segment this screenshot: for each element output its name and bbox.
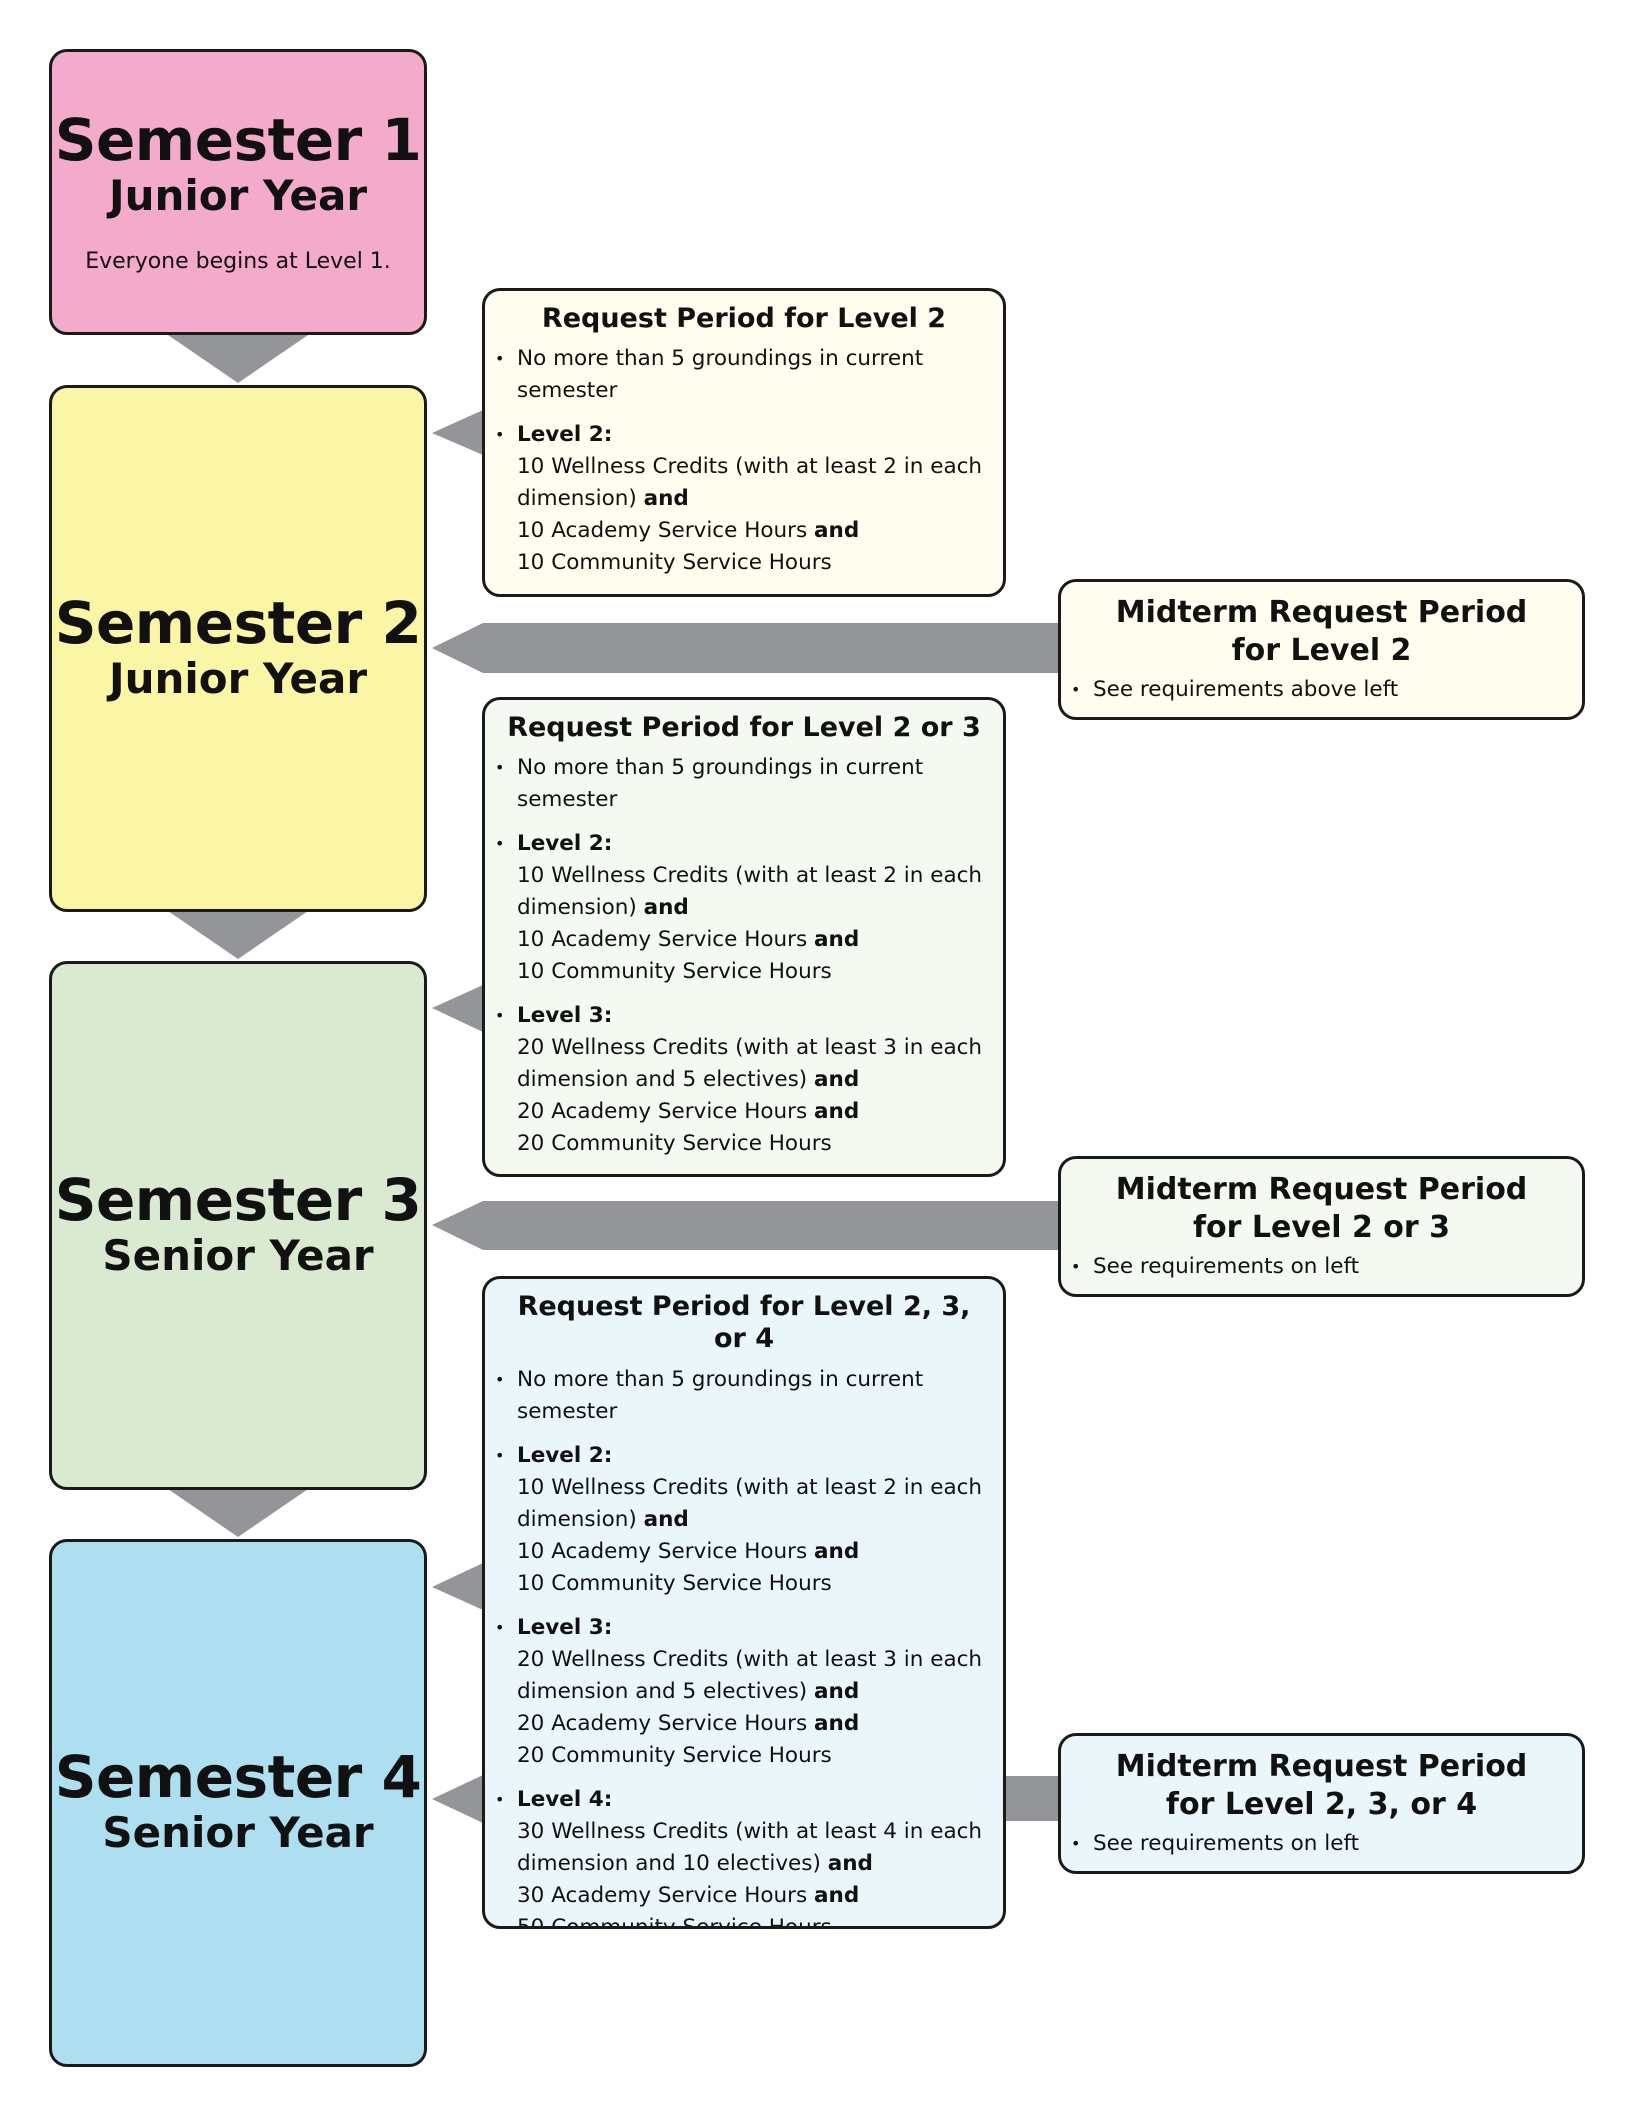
down-arrow-3-4: [165, 1487, 311, 1537]
level-label: Level 2:: [517, 831, 613, 857]
level-3-item: Level 3: 20 Wellness Credits (with at le…: [495, 1000, 983, 1160]
semester-4-box: Semester 4 Senior Year: [49, 1539, 427, 2067]
midterm-list: See requirements on left: [1071, 1251, 1562, 1283]
level-label: Level 2:: [517, 1442, 613, 1468]
requirements-list: No more than 5 groundings in current sem…: [495, 1364, 983, 1926]
midterm-title: Midterm Request Period for Level 2 or 3: [1115, 1172, 1528, 1246]
groundings-item: No more than 5 groundings in current sem…: [495, 752, 983, 816]
level-2-item: Level 2: 10 Wellness Credits (with at le…: [495, 419, 983, 579]
left-arrow-rp3-b: [432, 1775, 483, 1823]
request-period-title: Request Period for Level 2, 3, or 4: [517, 1291, 971, 1355]
semester-1-title: Semester 1: [54, 105, 422, 174]
midterm-bullet: See requirements on left: [1071, 1251, 1562, 1283]
semester-2-subtitle: Junior Year: [108, 653, 368, 703]
semester-1-box: Semester 1 Junior Year Everyone begins a…: [49, 49, 427, 335]
down-arrow-1-2: [165, 333, 311, 383]
level-2-item: Level 2: 10 Wellness Credits (with at le…: [495, 828, 983, 988]
connector-mid3: [1003, 1776, 1059, 1821]
midterm-title: Midterm Request Period for Level 2, 3, o…: [1115, 1749, 1528, 1823]
level-label: Level 4:: [517, 1786, 613, 1812]
semester-2-box: Semester 2 Junior Year: [49, 385, 427, 912]
semester-3-box: Semester 3 Senior Year: [49, 961, 427, 1490]
semester-4-title: Semester 4: [54, 1743, 422, 1812]
left-arrow-rp1: [432, 410, 483, 455]
semester-3-title: Semester 3: [54, 1165, 422, 1234]
semester-2-title: Semester 2: [54, 588, 422, 657]
midterm-bullet: See requirements on left: [1071, 1828, 1562, 1860]
groundings-item: No more than 5 groundings in current sem…: [495, 1364, 983, 1428]
semester-1-subtitle: Junior Year: [108, 170, 368, 220]
midterm-title: Midterm Request Period for Level 2: [1115, 595, 1528, 669]
requirements-list: No more than 5 groundings in current sem…: [495, 343, 983, 579]
semester-1-note: Everyone begins at Level 1.: [85, 249, 391, 275]
midterm-level-2-or-3-box: Midterm Request Period for Level 2 or 3 …: [1058, 1156, 1585, 1297]
request-period-level-2-box: Request Period for Level 2 No more than …: [482, 288, 1006, 597]
level-2-item: Level 2: 10 Wellness Credits (with at le…: [495, 1440, 983, 1600]
midterm-level-2-3-or-4-box: Midterm Request Period for Level 2, 3, o…: [1058, 1733, 1585, 1874]
long-arrow-mid1: [432, 623, 1058, 673]
requirements-list: No more than 5 groundings in current sem…: [495, 752, 983, 1160]
level-label: Level 3:: [517, 1614, 613, 1640]
semester-3-subtitle: Senior Year: [102, 1230, 374, 1280]
level-4-item: Level 4: 30 Wellness Credits (with at le…: [495, 1784, 983, 1926]
groundings-item: No more than 5 groundings in current sem…: [495, 343, 983, 407]
left-arrow-rp3-a: [432, 1563, 483, 1610]
midterm-level-2-box: Midterm Request Period for Level 2 See r…: [1058, 579, 1585, 720]
midterm-list: See requirements on left: [1071, 1828, 1562, 1860]
left-arrow-rp2-a: [432, 985, 483, 1032]
request-period-level-2-or-3-box: Request Period for Level 2 or 3 No more …: [482, 697, 1006, 1177]
request-period-level-2-3-or-4-box: Request Period for Level 2, 3, or 4 No m…: [482, 1276, 1006, 1929]
semester-4-subtitle: Senior Year: [102, 1808, 374, 1858]
down-arrow-2-3: [165, 909, 311, 959]
request-period-title: Request Period for Level 2: [541, 303, 947, 334]
request-period-title: Request Period for Level 2 or 3: [507, 712, 981, 743]
level-label: Level 2:: [517, 422, 613, 448]
level-3-item: Level 3: 20 Wellness Credits (with at le…: [495, 1612, 983, 1772]
midterm-list: See requirements above left: [1071, 674, 1562, 706]
level-label: Level 3:: [517, 1003, 613, 1029]
midterm-bullet: See requirements above left: [1071, 674, 1562, 706]
long-arrow-mid2: [432, 1201, 1058, 1250]
